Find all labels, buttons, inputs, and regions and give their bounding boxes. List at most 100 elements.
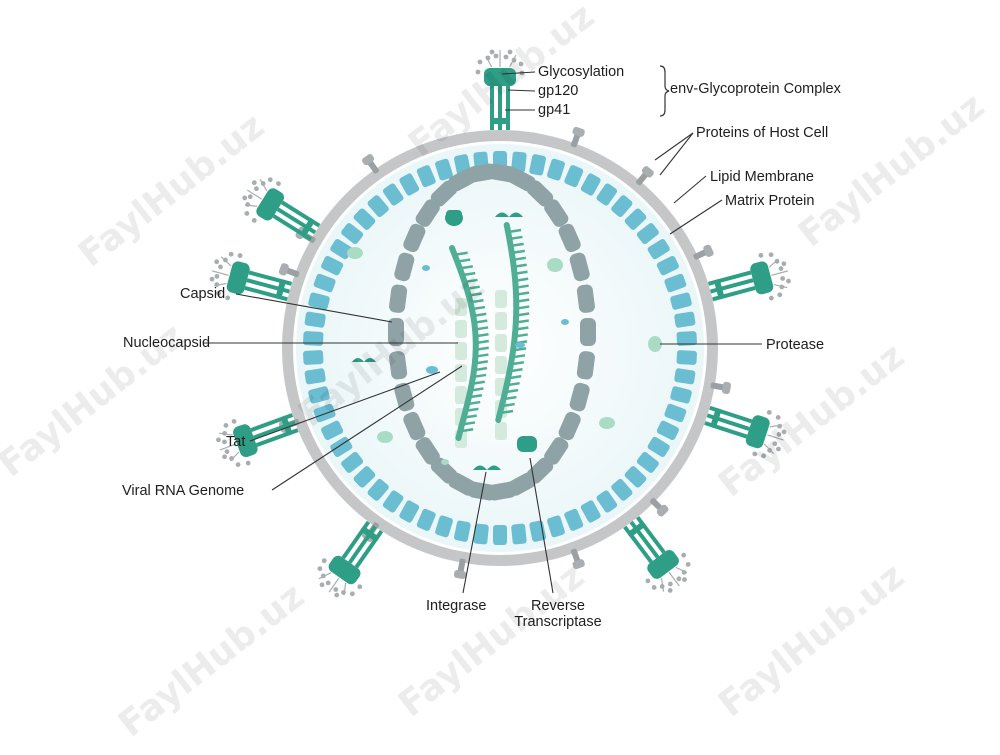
matrix-protein-tile <box>647 238 670 260</box>
glycosylation-dot <box>780 276 786 281</box>
glycosylation-dot <box>245 202 251 207</box>
leader-line <box>271 365 463 491</box>
rna-base <box>512 256 527 262</box>
matrix-protein-tile <box>321 420 344 441</box>
env-glycoprotein-spike <box>475 49 525 130</box>
rna-base <box>459 265 473 270</box>
rna-base <box>470 299 484 304</box>
env-glycoprotein-spike <box>704 405 787 459</box>
label-proteins-of-host-cell: Proteins of Host Cell <box>696 125 829 141</box>
glycosylation-dot <box>645 578 651 584</box>
glycosylation-dot <box>319 582 325 588</box>
label-env-glycoprotein-complex: env-Glycoprotein Complex <box>670 81 841 97</box>
matrix-protein-tile <box>303 331 324 346</box>
glycosylation-dot <box>214 273 220 279</box>
matrix-protein-tile <box>647 436 670 458</box>
glycosylation-dot <box>222 454 227 460</box>
rna-base <box>471 305 486 311</box>
rna-base <box>511 354 526 359</box>
rna-base <box>463 414 477 419</box>
matrix-protein-tile <box>382 183 404 206</box>
rna-base <box>470 387 484 392</box>
glycosylation-dot <box>768 252 774 258</box>
label-gp41: gp41 <box>538 102 571 118</box>
matrix-protein-tile <box>674 368 696 385</box>
matrix-protein-tile <box>330 238 353 260</box>
label-gp120: gp120 <box>538 83 579 99</box>
gp41-base <box>281 415 293 436</box>
glycosylation-dot <box>267 177 273 183</box>
rna-base <box>454 251 468 257</box>
glycosylation-dot <box>518 61 524 67</box>
leader-line <box>654 132 694 161</box>
env-glycoprotein-spikes <box>209 49 791 598</box>
matrix-protein-tile <box>493 525 507 545</box>
light-protein <box>547 258 563 272</box>
tat-protein <box>561 319 569 325</box>
matrix-protein-tile <box>435 158 453 181</box>
matrix-protein-tile <box>547 158 565 181</box>
capsid-segment <box>558 411 581 441</box>
gp120-head <box>647 550 679 579</box>
rna-base <box>513 263 527 269</box>
glycosylation-dot <box>774 258 780 264</box>
matrix-protein-tile <box>529 154 546 176</box>
matrix-protein-tile <box>656 420 679 441</box>
matrix-protein-tile <box>580 500 601 523</box>
host-cell-protein <box>367 160 379 174</box>
capsid-segment <box>430 457 458 484</box>
protease <box>648 336 662 352</box>
gp120-head <box>226 261 250 295</box>
leader-line <box>669 199 723 235</box>
gp120-head <box>328 555 361 585</box>
glycosylation-dot <box>651 585 657 590</box>
gp41-stalk <box>490 86 494 130</box>
matrix-protein-tile <box>596 183 618 206</box>
capsid-segment <box>569 382 590 412</box>
matrix-protein-tile <box>416 165 436 188</box>
matrix-protein-tile <box>341 223 364 244</box>
label-viral-rna-genome: Viral RNA Genome <box>122 483 245 499</box>
host-cell-protein-head <box>362 154 375 166</box>
glycosylation-dot <box>333 587 339 592</box>
glycosylation-dot <box>231 418 237 424</box>
glycosylation-dot <box>222 439 227 445</box>
gp120-head <box>256 188 285 221</box>
rna-base <box>467 400 481 406</box>
rna-base <box>464 278 478 284</box>
rna-base <box>510 242 524 248</box>
rna-base <box>473 366 488 372</box>
glycosylation-dot <box>223 423 229 428</box>
matrix-protein-tile <box>399 173 420 196</box>
rna-base <box>514 333 528 338</box>
capsid-segment <box>389 351 408 380</box>
gp120-head <box>745 415 770 449</box>
matrix-protein-tile <box>367 195 389 218</box>
matrix-protein-tile <box>382 490 404 513</box>
glycosylation-dot <box>775 414 781 420</box>
rna-base <box>475 346 489 352</box>
glycosylation-dot <box>776 446 781 452</box>
enzyme <box>446 210 462 220</box>
matrix-protein-tile <box>624 466 647 488</box>
nucleocapsid-tile <box>495 312 507 330</box>
glycosylation-dot <box>761 453 767 459</box>
capsid-segment <box>558 223 581 253</box>
matrix-protein-tile <box>674 311 696 328</box>
matrix-protein-tile <box>511 523 527 545</box>
matrix-protein-tile <box>624 208 647 230</box>
matrix-protein-tile <box>313 403 336 423</box>
host-cell-protein-head <box>278 263 289 276</box>
capsid-cone <box>388 163 596 501</box>
capsid-segment <box>403 411 426 441</box>
rna-base <box>503 395 517 401</box>
matrix-protein-tile <box>304 368 326 385</box>
glycosylation-dot <box>334 592 340 598</box>
matrix-protein-tile <box>670 386 692 404</box>
matrix-protein-tile <box>511 151 527 173</box>
matrix-protein-tile <box>308 386 330 404</box>
matrix-protein-tile <box>611 478 633 501</box>
glycosylation-dot <box>317 566 323 571</box>
rna-base <box>468 394 483 399</box>
